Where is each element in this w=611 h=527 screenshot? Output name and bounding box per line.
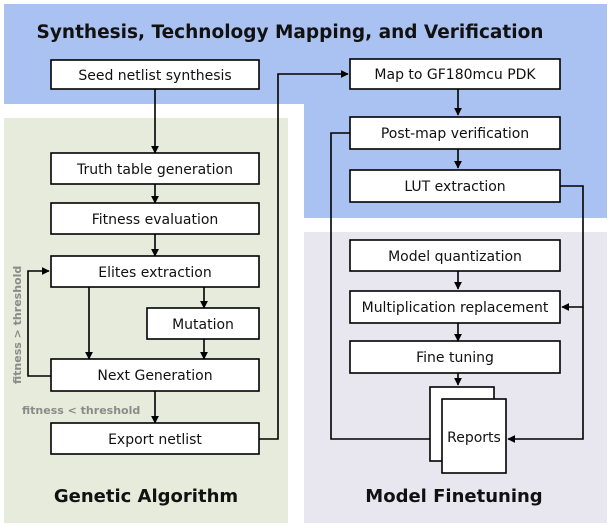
box-next-generation: Next Generation (50, 358, 260, 392)
arrow-lut-to-reports (507, 307, 584, 443)
synthesis-title: Synthesis, Technology Mapping, and Verif… (37, 22, 544, 43)
svg-text:Seed netlist synthesis: Seed netlist synthesis (78, 68, 231, 84)
connectors (27, 70, 584, 443)
box-fine-tuning: Fine tuning (349, 340, 561, 374)
reports-document-stack: Reports (429, 386, 507, 474)
box-post-map-verification: Post-map verification (349, 116, 561, 150)
svg-text:Fine tuning: Fine tuning (416, 350, 494, 366)
box-elites-extraction: Elites extraction (50, 255, 260, 288)
box-export-netlist: Export netlist (50, 422, 260, 455)
genetic-algorithm-title: Genetic Algorithm (54, 486, 238, 507)
svg-text:Elites extraction: Elites extraction (98, 265, 211, 281)
box-fitness-evaluation: Fitness evaluation (50, 202, 260, 235)
svg-text:LUT extraction: LUT extraction (404, 179, 505, 195)
svg-text:Mutation: Mutation (172, 317, 234, 333)
loop-next-to-elites (27, 267, 51, 377)
svg-text:Map to GF180mcu PDK: Map to GF180mcu PDK (374, 67, 536, 83)
svg-text:Fitness evaluation: Fitness evaluation (92, 212, 219, 228)
model-finetuning-panel (304, 232, 607, 523)
arrow-lut-to-mult (560, 185, 584, 311)
svg-text:Multiplication replacement: Multiplication replacement (362, 300, 549, 316)
box-lut-extraction: LUT extraction (349, 169, 561, 203)
svg-text:Export netlist: Export netlist (108, 432, 202, 448)
svg-text:Next Generation: Next Generation (97, 368, 212, 384)
box-map-to-pdk: Map to GF180mcu PDK (349, 58, 561, 90)
box-model-quantization: Model quantization (349, 239, 561, 272)
box-multiplication-replacement: Multiplication replacement (349, 290, 561, 324)
reports-label: Reports (447, 430, 501, 446)
arrow-export-to-map (259, 70, 349, 440)
label-fitness-above-threshold: fitness > threshold (11, 266, 24, 384)
svg-text:Model quantization: Model quantization (388, 249, 522, 265)
box-mutation: Mutation (146, 307, 260, 340)
box-seed-netlist-synthesis: Seed netlist synthesis (50, 59, 260, 90)
svg-text:Post-map verification: Post-map verification (381, 126, 529, 142)
arrow-verify-to-reports (330, 132, 441, 443)
svg-text:Truth table generation: Truth table generation (76, 162, 233, 178)
box-truth-table-generation: Truth table generation (50, 152, 260, 185)
model-finetuning-title: Model Finetuning (365, 486, 542, 507)
label-fitness-below-threshold: fitness < threshold (22, 404, 140, 417)
